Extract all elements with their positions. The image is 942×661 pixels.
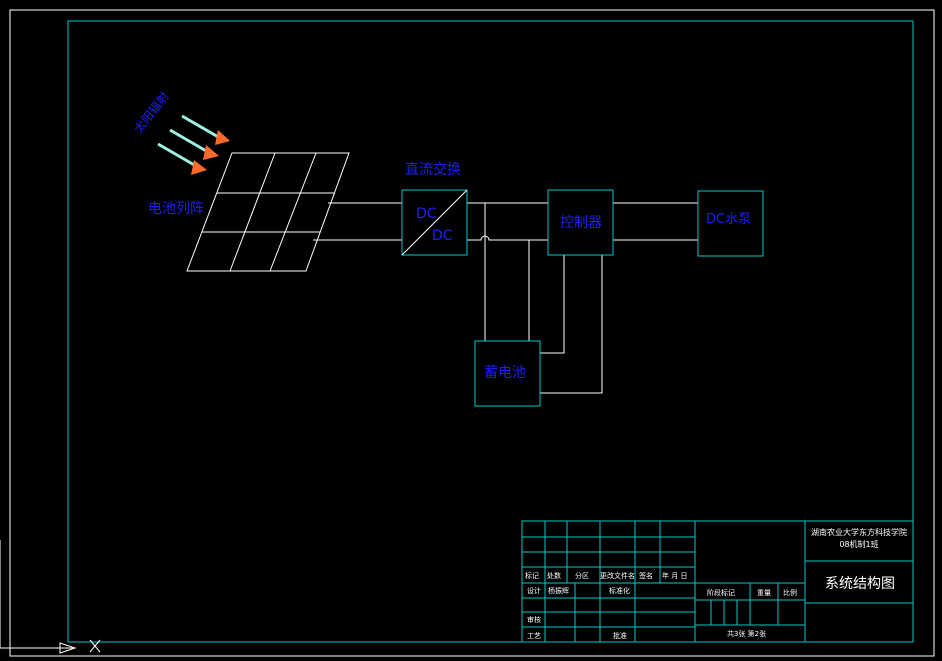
drawing-title: 系统结构图 [825,576,895,592]
dcdc-converter: DC DC [401,189,468,256]
ucs-icon [0,540,101,654]
row-label-file: 更改文件名 [600,571,635,580]
school-name: 湖南农业大学东方科技学院08机制1班 [811,528,907,549]
row-label-zone: 分区 [575,571,589,580]
dcdc-bottom-label: DC [432,228,453,244]
title-block-text: 标记 处数 分区 更改文件名 签名 年 月 日 设计 杨振辉 标准化 阶段标记 … [525,528,907,640]
solar-panel-array [186,152,350,272]
scale-label: 比例 [783,588,797,597]
review-label: 审核 [527,615,541,624]
arrow-head-icon [191,160,207,175]
drawing-frame [67,20,914,643]
battery-block: 蓄电池 [474,340,541,407]
controller-label: 控制器 [560,215,602,231]
title-block [521,520,914,643]
row-label-sign: 签名 [639,571,653,580]
row-label-count: 处数 [547,571,561,580]
pump-label: DC水泵 [706,212,751,227]
weight-label: 重量 [757,589,771,597]
pump-block: DC水泵 [697,190,764,257]
panel-label: 电池列阵 [148,201,204,217]
solar-radiation-label: 太阳辐射 [131,89,172,136]
sheet-border [9,9,935,657]
arrow-head-icon [203,145,219,160]
process-label: 工艺 [527,632,541,640]
solar-radiation-arrows [157,114,230,175]
standardization-label: 标准化 [609,586,630,595]
battery-label: 蓄电池 [484,365,526,381]
controller-block: 控制器 [547,189,614,256]
dcdc-title: 直流交换 [405,161,461,178]
connection-lines [313,202,698,394]
stage-mark-label: 阶段标记 [707,588,735,597]
dcdc-top-label: DC [416,206,437,222]
arrow-head-icon [215,130,230,145]
design-label: 设计 [527,586,541,595]
sheets-label: 共3张 第2张 [727,629,766,638]
row-label-date: 年 月 日 [662,571,687,580]
approve-label: 批准 [613,631,627,640]
row-label-mark: 标记 [525,571,539,580]
designer-name: 杨振辉 [548,586,569,595]
